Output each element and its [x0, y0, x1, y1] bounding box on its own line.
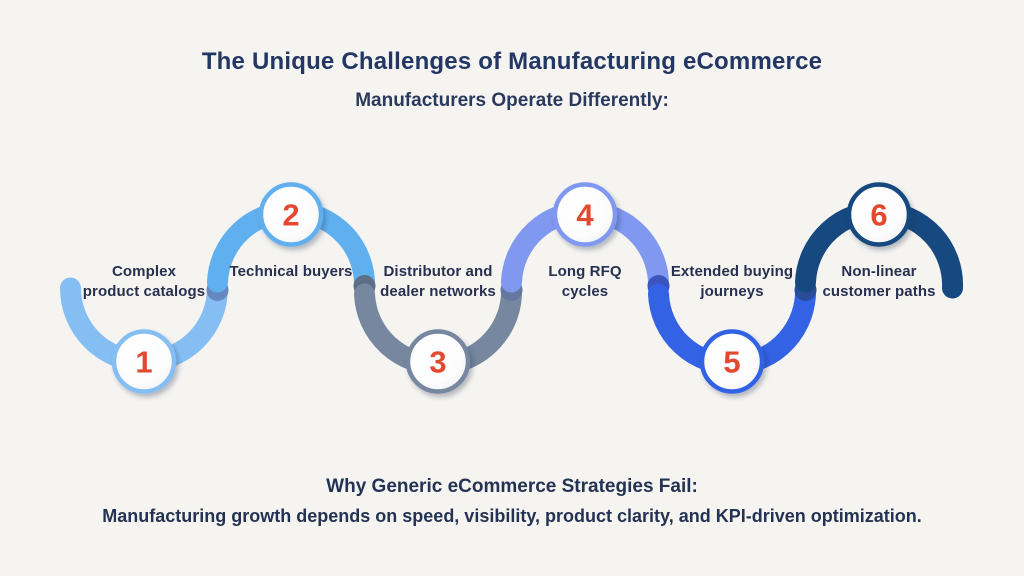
- step-number-4: 4: [576, 198, 594, 233]
- footer-body: Manufacturing growth depends on speed, v…: [102, 506, 922, 526]
- footer-heading: Why Generic eCommerce Strategies Fail:: [326, 476, 698, 497]
- step-circle-2: [258, 182, 324, 247]
- step-circle-1: [111, 329, 177, 394]
- step-number-1: 1: [135, 345, 152, 380]
- step-number-3: 3: [429, 345, 446, 380]
- step-circle-4: [552, 182, 618, 247]
- step-number-2: 2: [282, 198, 299, 233]
- step-circle-3: [405, 329, 471, 394]
- step-circle-6: [846, 182, 912, 247]
- step-number-6: 6: [870, 198, 887, 233]
- step-label-1: Complex product catalogs: [82, 263, 206, 300]
- page-subtitle: Manufacturers Operate Differently:: [355, 90, 669, 111]
- step-circle-5: [699, 329, 765, 394]
- step-label-4: Long RFQ cycles: [548, 263, 622, 300]
- step-label-3: Distributor and dealer networks: [380, 263, 496, 300]
- step-label-5: Extended buying journeys: [670, 263, 794, 300]
- step-number-5: 5: [723, 345, 740, 380]
- step-label-2: Technical buyers: [229, 263, 353, 280]
- page-title: The Unique Challenges of Manufacturing e…: [201, 48, 823, 75]
- step-label-6: Non-linear customer paths: [822, 263, 936, 300]
